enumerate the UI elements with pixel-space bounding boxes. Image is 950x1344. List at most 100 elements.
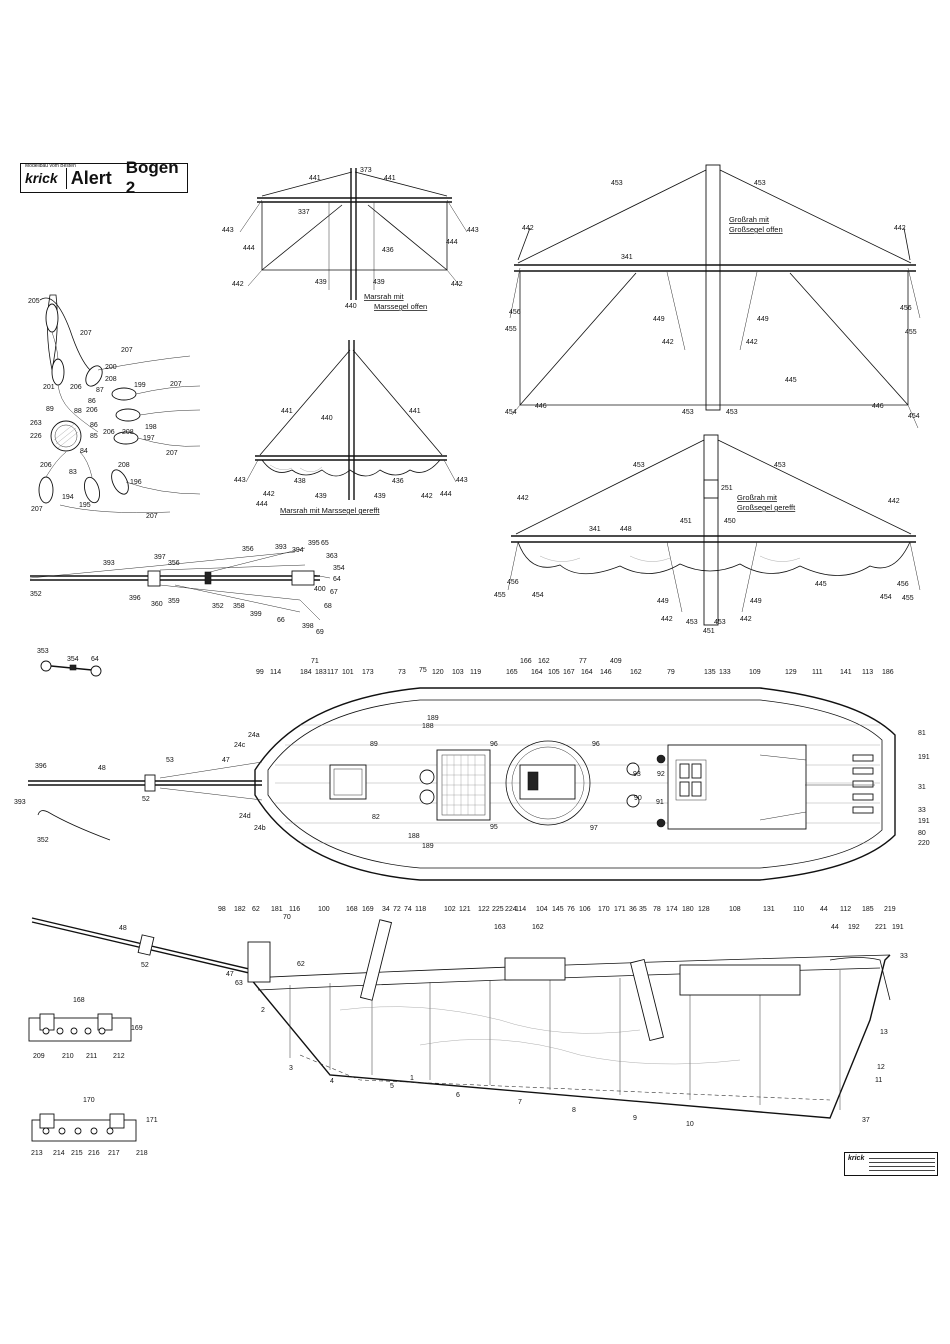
label-62: 62 [297,961,305,968]
label-454: 454 [532,592,544,599]
label-207: 207 [166,450,178,457]
label-442: 442 [661,616,673,623]
label-180: 180 [682,906,694,913]
caption-topsail-open-1: Marsrah mit [364,292,405,301]
label-453: 453 [714,619,726,626]
label-66: 66 [277,617,285,624]
label-4: 4 [330,1078,334,1085]
label-442: 442 [740,616,752,623]
label-395: 395 [308,540,320,547]
label-131: 131 [763,906,775,913]
label-113: 113 [862,669,873,676]
deck-plan-drawing [28,687,896,881]
label-162: 162 [538,658,550,665]
fitting-detail: 353 354 64 352 [37,648,111,844]
label-397: 397 [154,554,166,561]
label-182: 182 [234,906,246,913]
label-5: 5 [390,1083,394,1090]
label-97: 97 [590,825,598,832]
label-196: 196 [130,479,142,486]
label-191: 191 [918,754,930,761]
caption-topsail-open-2: Marssegel offen [374,302,427,311]
label-90: 90 [634,795,642,802]
label-121: 121 [459,906,471,913]
label-76: 76 [567,906,575,913]
label-451: 451 [680,518,692,525]
label-114: 114 [515,906,526,913]
topsail-yard-reefed-drawing [245,340,457,500]
label-116: 116 [289,906,300,913]
caption-main-reefed-1: Großrah mit [737,493,778,502]
label-453: 453 [682,409,694,416]
main-yard-open-drawing [509,164,921,429]
label-77: 77 [579,658,587,665]
caption-topsail-reefed: Marsrah mit Marssegel gerefft [280,506,380,515]
label-168: 168 [73,997,85,1004]
label-74: 74 [404,906,412,913]
label-441: 441 [281,408,293,415]
label-82: 82 [372,814,380,821]
label-10: 10 [686,1121,694,1128]
label-31: 31 [918,784,926,791]
brand-tagline: Modellbau vom Besten [25,163,76,169]
label-191: 191 [918,818,930,825]
topsail-open-labels: 441 373 441 337 443 444 436 444 443 442 … [222,167,479,311]
label-106: 106 [579,906,591,913]
label-224: 224 [505,906,517,913]
label-65: 65 [321,540,329,547]
label-12: 12 [877,1064,885,1071]
label-451: 451 [703,628,715,635]
label-1: 1 [410,1075,414,1082]
deck-plan-bottom-labels: 98 182 62 181 116 70 100 168 169 34 72 7… [218,906,896,921]
label-446: 446 [872,403,884,410]
label-146: 146 [600,669,612,676]
label-64: 64 [333,576,341,583]
caption-main-open-1: Großrah mit [729,215,770,224]
label-400: 400 [314,586,326,593]
label-456: 456 [897,581,909,588]
label-442: 442 [451,281,463,288]
main-open-labels: 453 453 442 442 341 449 449 442 442 456 … [505,180,920,420]
side-view-labels: 48 52 47 63 62 163 162 44 192 221 191 33… [119,924,908,1128]
label-207: 207 [80,330,92,337]
label-352: 352 [30,591,42,598]
label-33: 33 [918,807,926,814]
label-171: 171 [614,906,626,913]
label-354: 354 [67,656,79,663]
label-341: 341 [621,254,633,261]
label-33: 33 [900,953,908,960]
label-444: 444 [256,501,268,508]
label-24d: 24d [239,813,251,820]
label-439: 439 [374,493,386,500]
sheet-number: Bogen 2 [125,158,179,197]
label-93: 93 [633,771,641,778]
bitts-detail-b: 170 171 213 214 215 216 217 218 [31,1097,158,1157]
caption-main-open-2: Großsegel offen [729,225,783,234]
label-444: 444 [243,245,255,252]
label-356: 356 [242,546,254,553]
label-218: 218 [136,1150,148,1157]
label-189: 189 [427,715,439,722]
title-block: Modellbau vom Besten krick Alert Bogen 2 [20,158,188,197]
label-443: 443 [222,227,234,234]
label-73: 73 [398,669,406,676]
label-102: 102 [444,906,456,913]
label-48: 48 [98,765,106,772]
label-442: 442 [662,339,674,346]
label-441: 441 [409,408,421,415]
label-341: 341 [589,526,601,533]
label-436: 436 [382,247,394,254]
deck-plan-right-labels: 81 191 31 33 191 80 220 [918,730,930,847]
label-206: 206 [103,429,115,436]
label-442: 442 [232,281,244,288]
label-80: 80 [918,830,926,837]
label-81: 81 [918,730,926,737]
label-110: 110 [793,906,804,913]
label-443: 443 [234,477,246,484]
label-53: 53 [166,757,174,764]
label-208: 208 [122,429,134,436]
label-393: 393 [103,560,115,567]
label-399: 399 [250,611,262,618]
label-337: 337 [298,209,310,216]
label-164: 164 [581,669,593,676]
